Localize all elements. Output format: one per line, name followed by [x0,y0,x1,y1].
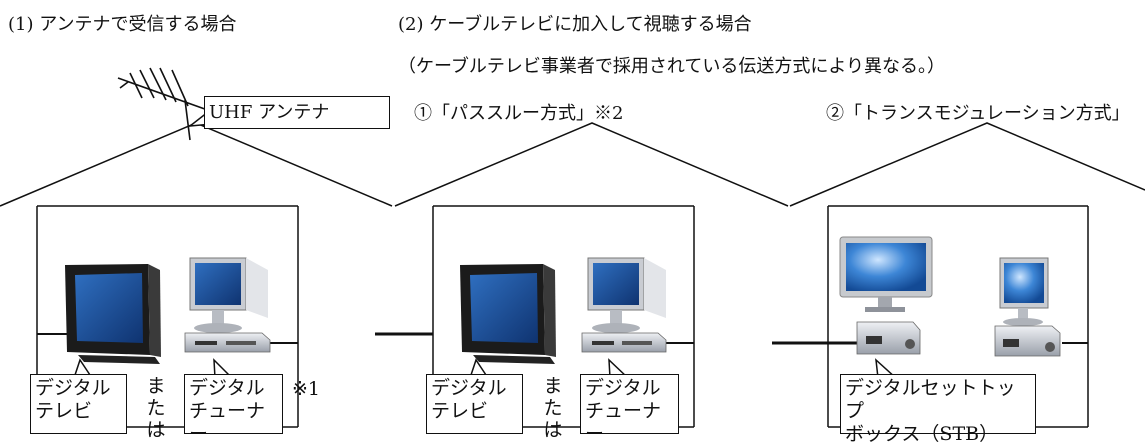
house-3 [789,122,1145,428]
pc-monitor-icon [189,257,268,333]
stb-icon [994,325,1061,357]
heading-method2: ②「トランスモジュレーション方式」 [826,103,1130,124]
pc-monitor-icon [587,257,666,333]
flat-tv-icon [65,264,161,364]
digital-tv-label-line2: テレビ [431,400,489,422]
tuner-label-line2: チューナー [189,400,266,445]
heading-case2-note: （ケーブルテレビ事業者で採用されている伝送方式により異なる。） [398,56,946,77]
stb-callout: デジタルセットトップ ボックス（STB） [840,374,1036,445]
tuner-callout-1: デジタル チューナー [184,374,283,445]
stb-label-line1: デジタルセットトップ [845,377,1016,422]
heading-case1: (1) アンテナで受信する場合 [8,14,237,35]
pc-monitor-icon [999,257,1049,326]
digital-tv-label-line1: デジタル [35,377,111,399]
tuner-label-line2: チューナー [585,400,662,445]
note-1: ※1 [292,378,321,400]
or-vertical-2: ま た は [543,375,563,441]
digital-tv-callout-1: デジタル テレビ [30,374,127,434]
tuner-label-line1: デジタル [585,377,661,399]
antenna-callout: UHF アンテナ [204,96,390,129]
stb-label-line2: ボックス（STB） [845,423,999,445]
tuner-box-icon [184,332,271,353]
heading-method1: ①「パススルー方式」※2 [414,103,624,124]
antenna-label: UHF アンテナ [209,102,330,123]
or-vertical-1: ま た は [146,375,166,441]
cable-lines [37,332,1088,345]
callout-pointers [73,111,897,379]
stb-icon [856,321,921,355]
tuner-callout-2: デジタル チューナー [580,374,679,445]
digital-tv-label-line2: テレビ [35,400,93,422]
heading-case2: (2) ケーブルテレビに加入して視聴する場合 [398,14,752,35]
flat-tv-icon [460,264,556,364]
tuner-label-line1: デジタル [189,377,265,399]
flat-tv-icon [839,236,933,312]
digital-tv-label-line1: デジタル [431,377,507,399]
tuner-box-icon [581,332,667,353]
digital-tv-callout-2: デジタル テレビ [426,374,523,434]
